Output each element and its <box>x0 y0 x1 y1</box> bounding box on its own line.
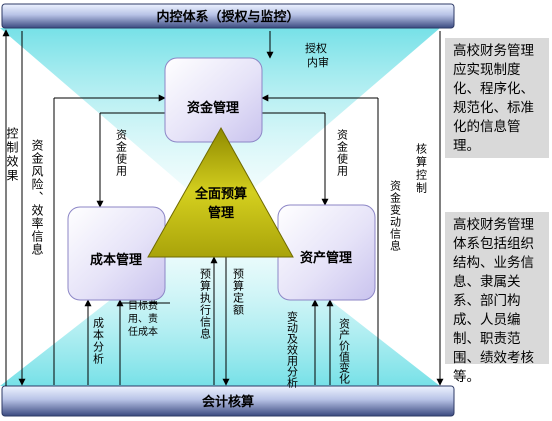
budget-quota-label: 预算定额 <box>232 268 245 316</box>
auth-audit-line2: 内审 <box>307 55 329 69</box>
cost-management-box: 成本管理 <box>67 206 166 301</box>
budget-title-line2: 管理 <box>208 205 234 221</box>
auth-audit-line1: 授权 <box>305 41 327 55</box>
connectors <box>2 29 444 386</box>
top-bar: 内控体系（授权与监控） <box>1 3 455 29</box>
target-cost-line2: 用、责 <box>128 312 158 325</box>
fund-use-left-label: 资金使用 <box>115 129 128 177</box>
cost-management-label: 成本管理 <box>90 252 142 268</box>
note-top: 高校财务管理应实现制度化、程序化、规范化、标准化的信息管理。 <box>445 38 549 158</box>
target-cost-line3: 任成本 <box>128 325 158 338</box>
budget-triangle: 全面预算 管理 <box>147 126 294 258</box>
change-benefit-label: 变动及效用分析 <box>286 310 299 389</box>
budget-title-line1: 全面预算 <box>194 186 247 202</box>
accounting-control-label: 核算控制 <box>415 142 428 195</box>
asset-management-label: 资产管理 <box>300 250 352 266</box>
note-top-text: 高校财务管理应实现制度化、程序化、规范化、标准化的信息管理。 <box>453 43 534 154</box>
asset-value-label: 资产价值变化 <box>338 318 351 385</box>
top-bar-title: 内控体系（授权与监控） <box>156 9 299 25</box>
fund-management-label: 资金管理 <box>187 100 239 116</box>
bottom-bar-title: 会计核算 <box>202 394 254 410</box>
fund-management-box: 资金管理 <box>164 57 263 143</box>
fund-use-right-label: 资金使用 <box>336 129 349 177</box>
note-bottom: 高校财务管理体系包括组织结构、业务信息、隶属关系、部门构成、人员编制、职责范围、… <box>445 212 549 385</box>
fund-change-label: 资金变动信息 <box>389 180 402 252</box>
control-effect-label: 控制效果 <box>5 127 19 183</box>
note-bottom-text: 高校财务管理体系包括组织结构、业务信息、隶属关系、部门构成、人员编制、职责范围、… <box>453 217 534 385</box>
asset-management-box: 资产管理 <box>277 204 376 301</box>
cost-analysis-label: 成本分析 <box>92 317 105 365</box>
budget-exec-label: 预算执行信息 <box>199 268 212 340</box>
bottom-bar: 会计核算 <box>1 385 455 417</box>
fund-risk-label: 资金风险、效率信息 <box>30 139 44 256</box>
target-cost-line1: 目标费 <box>128 299 158 312</box>
